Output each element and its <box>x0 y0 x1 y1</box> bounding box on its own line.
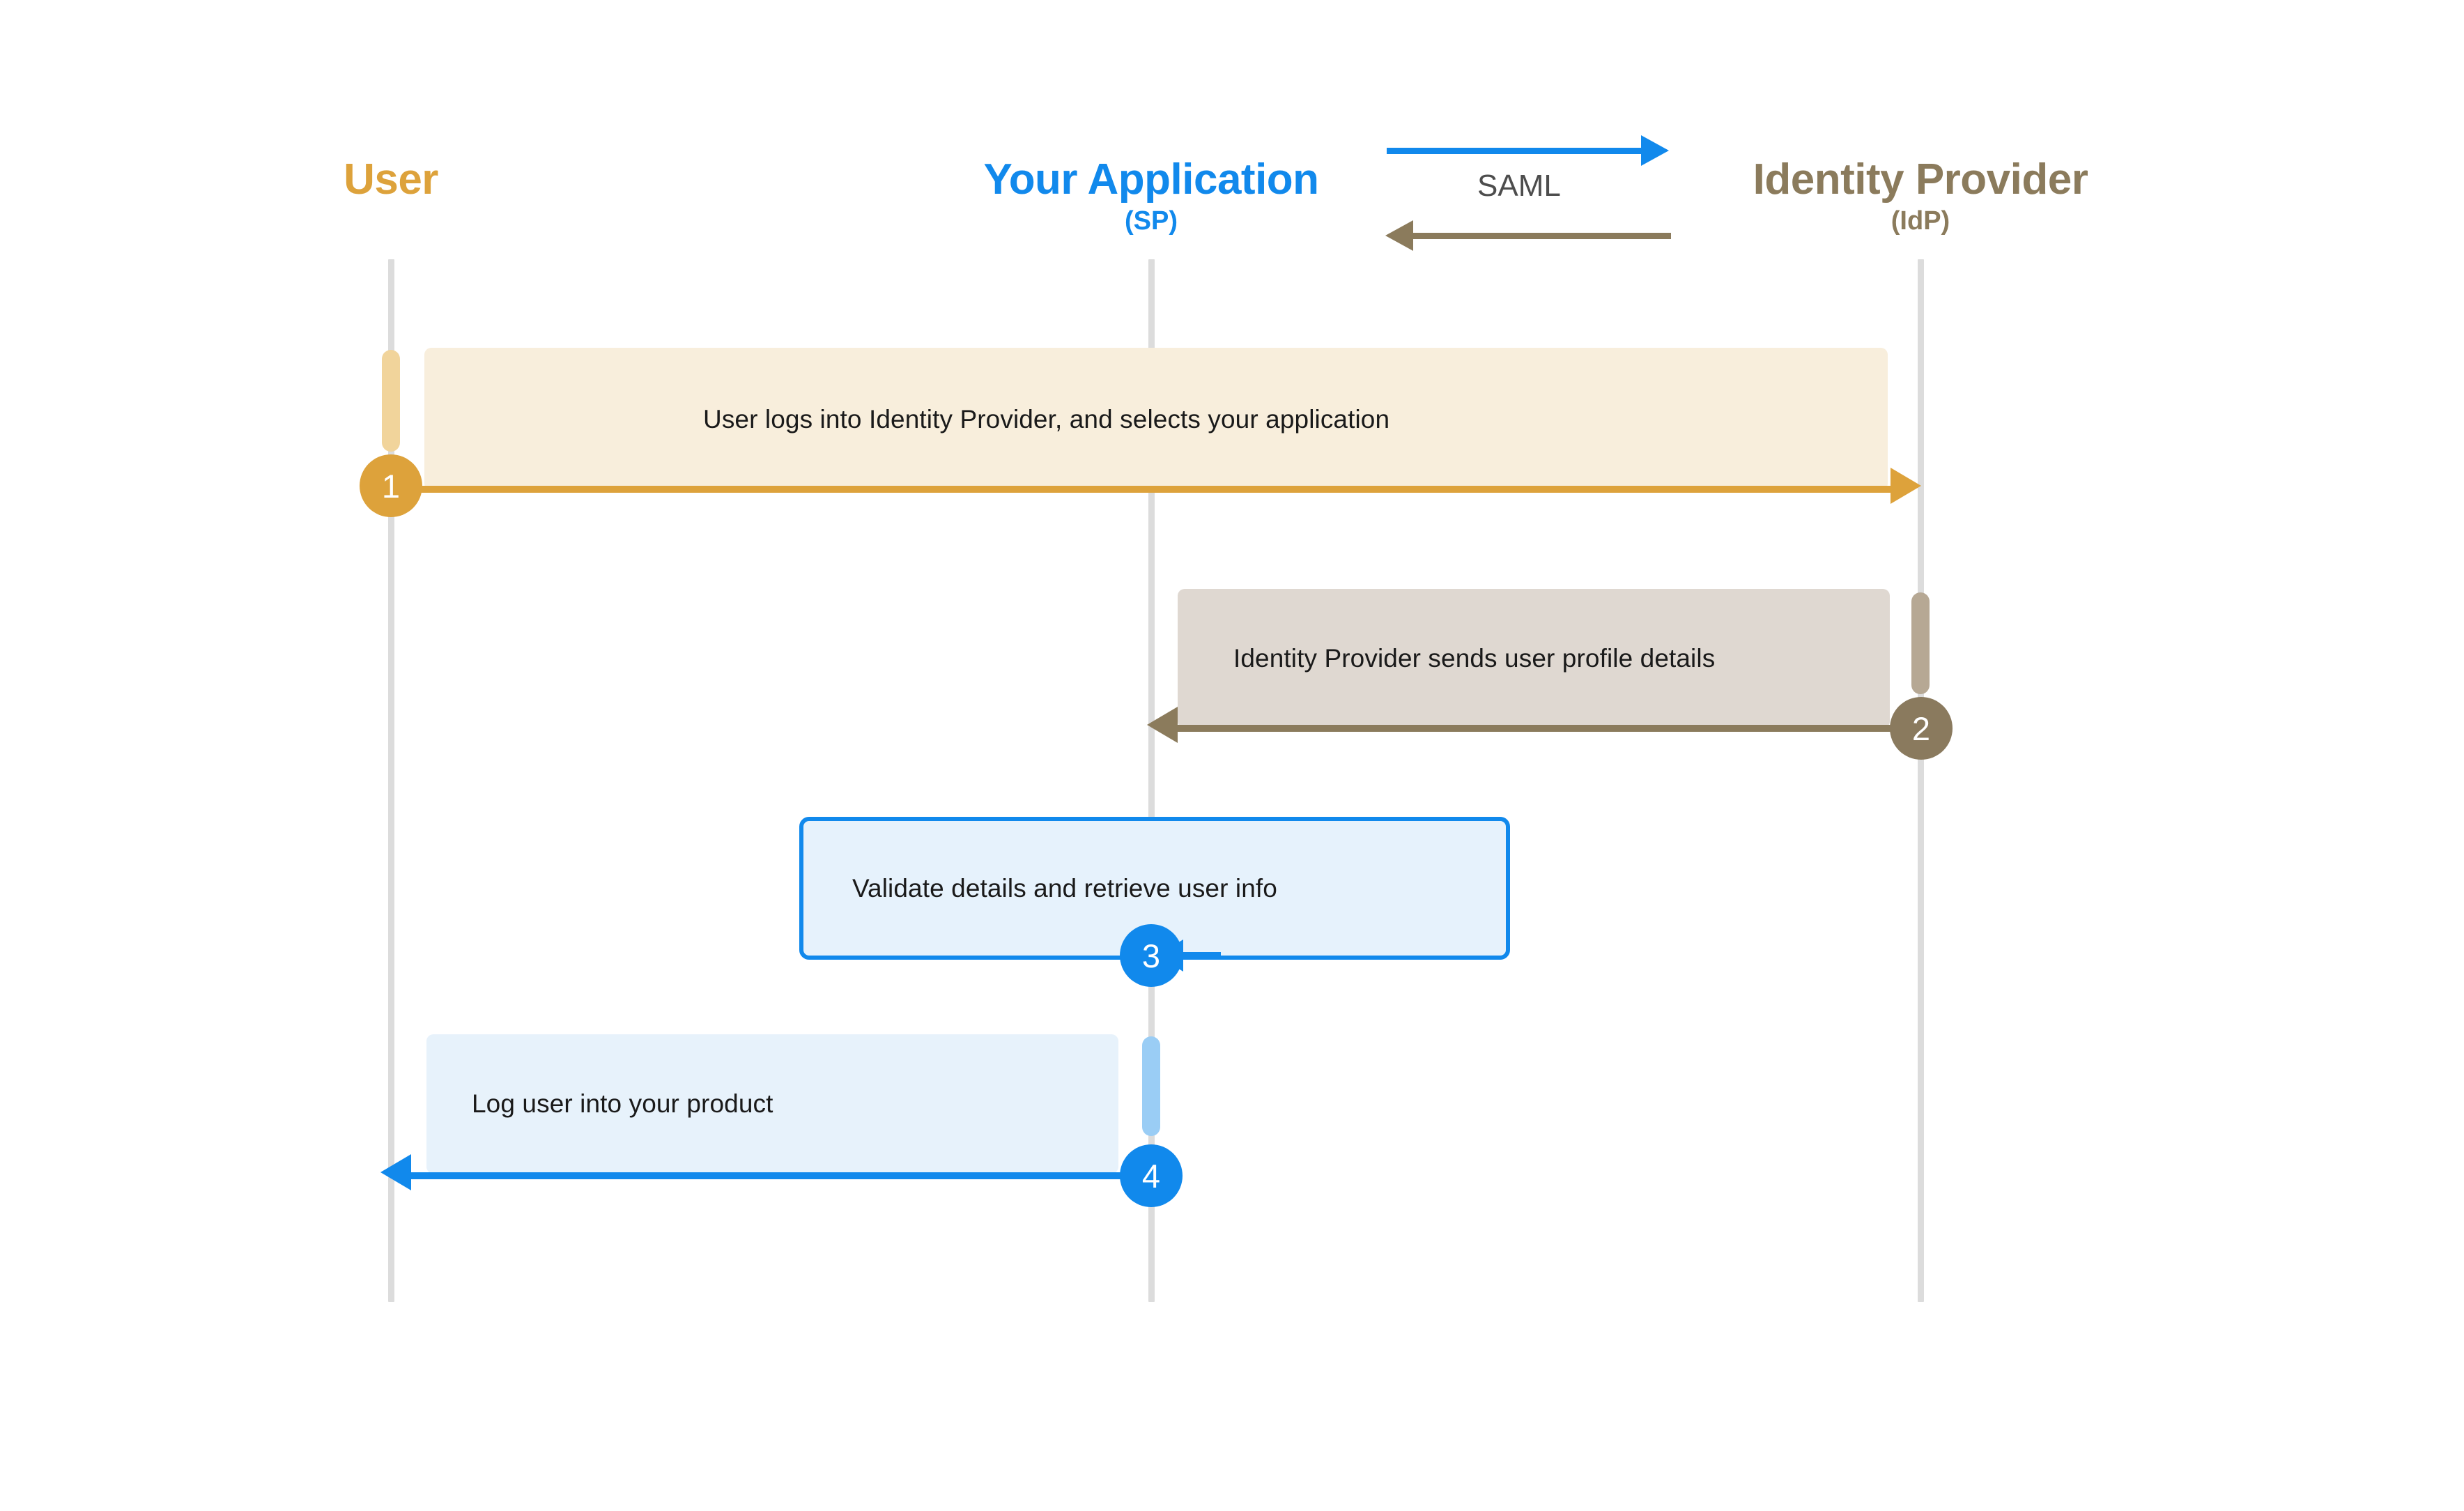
message-arrow-line-step3 <box>1151 952 1221 959</box>
saml-legend-arrow-right-head-icon <box>1641 135 1669 166</box>
activation-bar-user-step1 <box>382 350 400 452</box>
step-marker-2[interactable]: 2 <box>1890 697 1953 760</box>
message-text-step4: Log user into your product <box>472 1089 773 1119</box>
saml-legend-arrow-right-line <box>1387 148 1645 154</box>
participant-title-idp: Identity Provider <box>1753 155 2088 204</box>
message-arrow-line-step2 <box>1178 725 1920 732</box>
step-marker-4[interactable]: 4 <box>1120 1144 1183 1207</box>
activation-bar-idp-step2 <box>1911 592 1930 694</box>
lifeline-app <box>1148 259 1155 1302</box>
message-box-step2: Identity Provider sends user profile det… <box>1178 589 1890 728</box>
message-text-step3: Validate details and retrieve user info <box>852 873 1277 903</box>
message-arrow-line-step4 <box>411 1172 1153 1179</box>
participant-header-idp: Identity Provider (IdP) <box>1711 157 2130 236</box>
activation-bar-app-step4 <box>1142 1036 1160 1136</box>
lifeline-user <box>388 259 394 1302</box>
message-arrow-head-right-icon-step1 <box>1891 468 1921 504</box>
message-box-step1: User logs into Identity Provider, and se… <box>424 348 1888 491</box>
message-arrow-head-left-icon-step4 <box>380 1154 411 1190</box>
participant-subtitle-app: (SP) <box>1125 206 1178 236</box>
participant-header-user: User <box>252 157 530 202</box>
participant-title-user: User <box>344 155 438 204</box>
message-arrow-line-step1 <box>391 486 1895 493</box>
step-marker-1[interactable]: 1 <box>360 454 422 517</box>
message-arrow-head-left-icon-step2 <box>1147 707 1178 743</box>
participant-title-app: Your Application <box>983 155 1319 204</box>
message-box-step4: Log user into your product <box>426 1034 1118 1174</box>
participant-subtitle-idp: (IdP) <box>1891 206 1950 236</box>
message-text-step2: Identity Provider sends user profile det… <box>1233 644 1716 673</box>
participant-header-app: Your Application (SP) <box>942 157 1360 236</box>
lifeline-idp <box>1918 259 1924 1302</box>
saml-legend-arrow-left-line <box>1413 233 1671 239</box>
message-text-step1: User logs into Identity Provider, and se… <box>703 404 1390 434</box>
saml-legend-label: SAML <box>1477 169 1561 203</box>
step-marker-3[interactable]: 3 <box>1120 924 1183 987</box>
saml-legend-arrow-left-head-icon <box>1385 220 1413 251</box>
